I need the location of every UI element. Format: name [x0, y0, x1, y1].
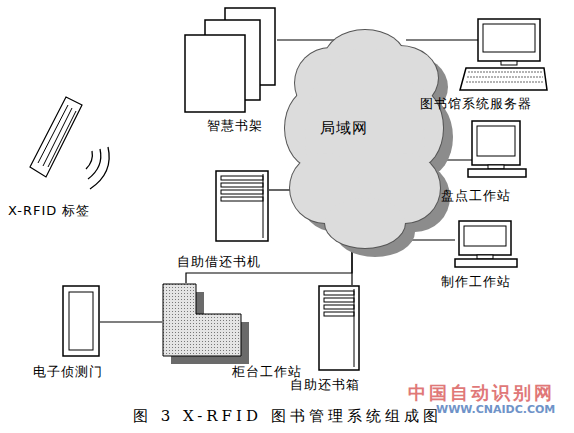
- device-icon: [215, 170, 269, 242]
- device-icon: [468, 120, 526, 178]
- watermark-text: WWW.CNAIDC.COM: [436, 403, 555, 416]
- return-box: 自助还书箱: [318, 285, 360, 371]
- device-label: 盘点工作站: [441, 188, 511, 204]
- network-line: [351, 252, 352, 285]
- device-icon: [455, 220, 517, 268]
- device-icon: [285, 28, 450, 260]
- server-computer: 图书馆系统服务器: [460, 18, 548, 92]
- rfid-tag: X-RFID 标签: [28, 95, 118, 195]
- watermark-text: 中国自动识别网: [408, 381, 555, 405]
- device-label: 自助还书箱: [290, 377, 360, 393]
- device-icon: [28, 95, 118, 195]
- counter-workstation: 柜台工作站: [162, 283, 252, 367]
- device-icon: [460, 18, 548, 92]
- security-gate: 电子侦测门: [62, 285, 100, 357]
- inventory-workstation: 盘点工作站: [468, 120, 526, 178]
- device-label: 自助借还书机: [177, 254, 261, 270]
- device-icon: [162, 283, 252, 367]
- device-icon: [185, 8, 277, 114]
- production-workstation: 制作工作站: [455, 220, 517, 268]
- figure-caption: 图 3 X-RFID 图书管理系统组成图: [133, 407, 442, 426]
- device-label: X-RFID 标签: [8, 203, 90, 219]
- smart-shelf: 智慧书架: [185, 8, 277, 114]
- device-label: 制作工作站: [441, 274, 511, 290]
- device-label: 电子侦测门: [33, 364, 103, 380]
- device-label: 局域网: [320, 120, 368, 136]
- device-label: 图书馆系统服务器: [420, 96, 532, 112]
- self-checkout-machine: 自助借还书机: [215, 170, 269, 242]
- network-line: [406, 39, 478, 40]
- device-icon: [318, 285, 360, 371]
- device-label: 智慧书架: [207, 118, 263, 134]
- network-line: [100, 321, 162, 322]
- lan-cloud: 局域网: [285, 28, 450, 260]
- device-icon: [62, 285, 100, 357]
